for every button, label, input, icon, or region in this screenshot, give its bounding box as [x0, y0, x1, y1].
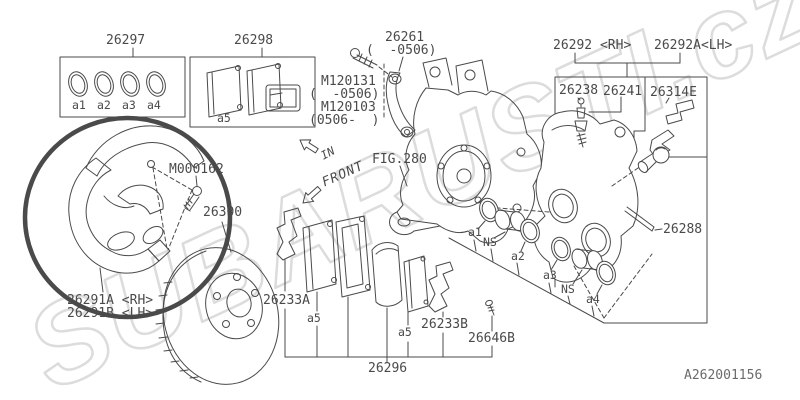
label-drawing-number: A262001156: [684, 368, 763, 383]
label-26296: 26296: [368, 361, 408, 376]
knuckle-fig280-drawing: [389, 57, 542, 244]
label-m120131-range: ( -0506): [309, 87, 380, 102]
rotor-26300-drawing: [155, 221, 280, 385]
bracket-26261-drawing: [385, 56, 416, 138]
label-in: IN: [318, 143, 337, 163]
label-piston-a3: a3: [543, 268, 557, 282]
dust-shield-26291-drawing: [68, 125, 205, 293]
label-26298: 26298: [234, 33, 274, 48]
label-m120103: M120103: [321, 100, 376, 115]
label-m120131: M120131: [321, 74, 376, 89]
in-arrow-icon: [299, 139, 319, 154]
label-26314e: 26314E: [650, 85, 697, 100]
highlight-circle: [22, 115, 233, 320]
clips-26314e-drawing: [649, 97, 695, 159]
direction-arrows-drawing: [299, 139, 322, 204]
label-26261-range: ( -0506): [366, 43, 437, 58]
label-m120103-range: (0506- ): [309, 113, 380, 128]
pad-group-26296-drawing: [276, 207, 495, 363]
label-26291a: 26291A <RH>: [67, 293, 154, 308]
label-26300: 26300: [203, 205, 243, 220]
label-seal-a4: a4: [147, 98, 161, 112]
label-pad-a5-right: a5: [398, 325, 412, 339]
label-shim-a5: a5: [217, 111, 231, 125]
piston-seal-leader: [448, 237, 605, 324]
label-26646b: 26646B: [468, 331, 515, 346]
bolt-m120131-drawing: [350, 48, 393, 121]
label-26233a: 26233A: [263, 293, 310, 308]
label-piston-a2: a2: [511, 249, 525, 263]
label-seal-a1: a1: [72, 98, 86, 112]
label-26238: 26238: [559, 83, 599, 98]
label-seal-a3: a3: [122, 98, 136, 112]
label-m000162: M000162: [169, 162, 224, 177]
label-front: FRONT: [319, 158, 367, 191]
label-seal-a2: a2: [97, 98, 111, 112]
label-piston-ns2: NS: [561, 282, 575, 296]
label-26291b: 26291B <LH>: [67, 306, 154, 321]
front-arrow-icon: [302, 186, 322, 204]
piston-seals-drawing: [477, 197, 616, 295]
label-26292-rh: 26292 <RH>: [553, 38, 632, 53]
label-26292a-lh: 26292A<LH>: [654, 38, 733, 53]
bolt-m000162-drawing: [183, 175, 202, 212]
label-26241: 26241: [603, 84, 643, 99]
label-piston-ns1: NS: [483, 235, 497, 249]
label-fig280: FIG.280: [372, 152, 427, 167]
label-piston-a4: a4: [586, 292, 600, 306]
label-26233b: 26233B: [421, 317, 468, 332]
guide-pin-26288-drawing: [573, 146, 670, 319]
label-26297: 26297: [106, 33, 146, 48]
label-piston-a1: a1: [468, 225, 482, 239]
label-26261: 26261: [385, 30, 425, 45]
pad-shim-kit-26298-drawing: [189, 47, 316, 128]
label-pad-a5-left: a5: [307, 311, 321, 325]
label-26288: 26288: [663, 222, 703, 237]
